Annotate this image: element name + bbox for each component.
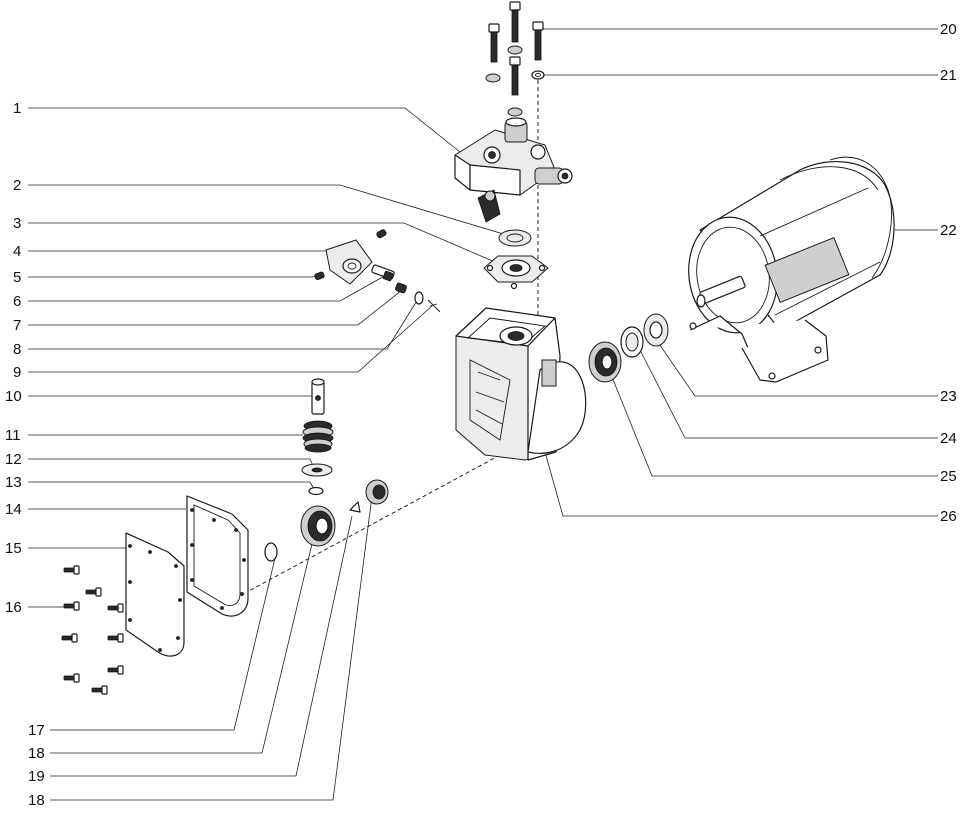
callout-16: 16 (5, 599, 22, 616)
callout-3: 3 (13, 215, 21, 232)
callout-11: 11 (5, 427, 21, 444)
callout-5: 5 (13, 269, 21, 286)
callout-19: 19 (28, 768, 45, 785)
callout-7: 7 (13, 317, 21, 334)
rear-bearing (588, 341, 622, 383)
retaining-ring-icon (308, 486, 324, 496)
leader-lines (28, 28, 938, 801)
piston-rod (311, 378, 325, 415)
cap-screw-icon (509, 1, 521, 43)
pin-icon (371, 264, 395, 282)
outlet-manifold (454, 117, 573, 223)
callout-6: 6 (13, 293, 21, 310)
cap-screw-icon (488, 23, 500, 63)
screw-icon (107, 665, 124, 675)
callout-15: 15 (5, 540, 22, 557)
mounting-flange (483, 255, 549, 290)
callout-14: 14 (5, 501, 22, 518)
prime-valve-knob-icon (477, 189, 501, 223)
set-screw-icon (314, 271, 325, 281)
callout-2: 2 (13, 177, 21, 194)
callout-20: 20 (940, 21, 957, 38)
screw-icon (61, 633, 78, 643)
top-screws-group (485, 1, 545, 117)
gasket-icon (498, 229, 532, 247)
callout-17: 17 (28, 722, 45, 739)
callout-labels: 1 2 3 4 5 6 7 8 9 10 11 12 13 14 15 16 1… (5, 21, 957, 809)
snap-ring-icon (264, 542, 278, 562)
pump-housing (455, 307, 587, 461)
electric-motor (688, 156, 895, 383)
bushing (365, 479, 389, 505)
callout-25: 25 (940, 468, 957, 485)
cap-screw-icon (532, 21, 544, 61)
callout-9: 9 (13, 364, 21, 381)
screw-icon (107, 633, 124, 643)
screw-icon (91, 685, 108, 695)
callout-22: 22 (940, 222, 957, 239)
key-icon (349, 501, 361, 513)
cover-gasket (186, 495, 249, 617)
assembly-axes (235, 80, 539, 599)
o-ring-icon (414, 291, 424, 305)
callout-21: 21 (940, 67, 957, 84)
cap-screw-icon (509, 56, 521, 96)
callout-26: 26 (940, 508, 957, 525)
callout-1: 1 (13, 100, 21, 117)
callout-13: 13 (5, 474, 22, 491)
screw-icon (63, 673, 80, 683)
washer-icon (507, 45, 523, 55)
callout-23: 23 (940, 388, 957, 405)
screw-icon (63, 565, 80, 575)
screw-icon (85, 587, 102, 597)
washer-icon (507, 107, 523, 117)
cover-screws (61, 565, 124, 695)
set-screw-icon (376, 229, 387, 239)
callout-24: 24 (940, 430, 957, 447)
front-bearing (300, 505, 336, 547)
retaining-clip-icon (427, 299, 441, 313)
callout-8: 8 (13, 341, 21, 358)
motor-shaft (696, 275, 746, 308)
end-cover (125, 532, 185, 657)
return-spring-icon (302, 420, 334, 453)
callout-18-bearing: 18 (28, 745, 45, 762)
callout-4: 4 (13, 243, 21, 260)
screw-icon (107, 603, 124, 613)
screw-icon (63, 601, 80, 611)
lock-washer-icon (531, 70, 545, 80)
callout-10: 10 (5, 388, 22, 405)
spring-icon (395, 282, 407, 294)
washer-icon (485, 73, 501, 83)
spacer-ring-icon (643, 313, 669, 347)
callout-12: 12 (5, 451, 22, 468)
thrust-washer-icon (620, 326, 644, 358)
eccentric-crank (325, 239, 373, 285)
callout-18-bushing: 18 (28, 792, 45, 809)
